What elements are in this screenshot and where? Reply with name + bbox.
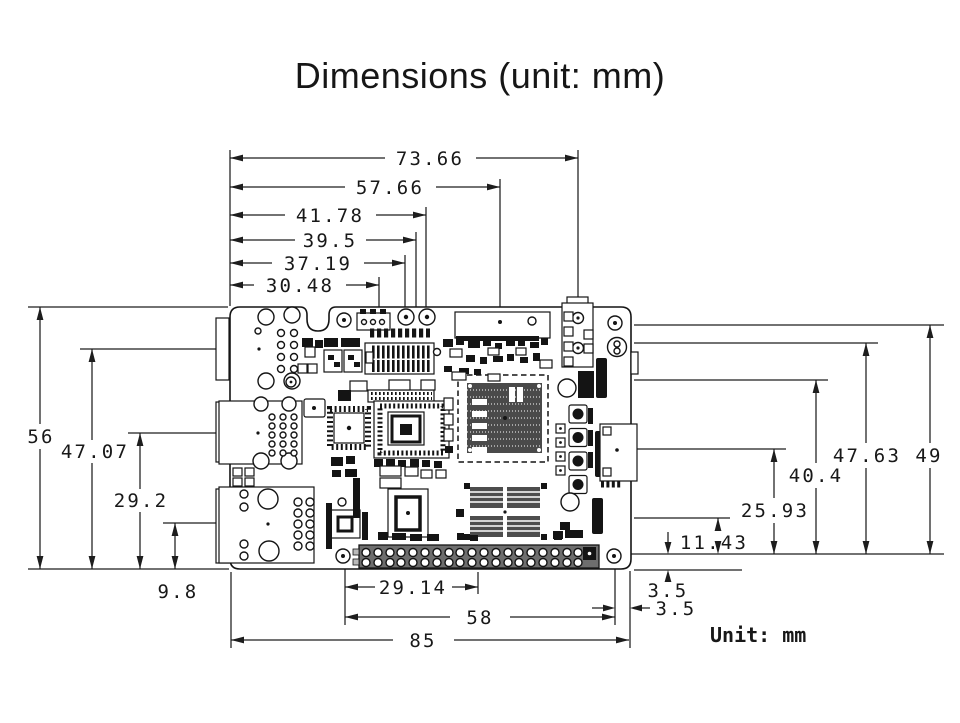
dim-width-41-78: 41.78 [230, 205, 427, 312]
dim-label: 39.5 [303, 230, 358, 252]
dim-label: 47.63 [833, 445, 901, 467]
dim-height-47-63: 47.63 [634, 342, 901, 554]
top-small-connector [356, 309, 391, 331]
dim-width-37-19: 37.19 [230, 253, 406, 311]
dim-label: 9.8 [158, 581, 199, 603]
dim-label: 30.48 [266, 275, 334, 297]
dim-width-85: 85 [231, 630, 629, 652]
screw-terminals [397, 308, 436, 326]
dim-label: 47.07 [61, 441, 129, 463]
dim-group-left-heights: 56 47.07 29.2 9.8 [27, 306, 267, 603]
dim-label: 11.43 [680, 532, 748, 554]
left-port-middle [215, 396, 303, 470]
small-components-upper [285, 336, 553, 453]
qfp-chip-2 [373, 400, 450, 459]
dim-label: 57.66 [356, 177, 424, 199]
dim-width-29-14: 29.14 [345, 577, 478, 599]
bga-processor [457, 374, 549, 463]
top-right-connector [561, 296, 594, 368]
dim-label: 41.78 [296, 205, 364, 227]
dim-offset-3-5-horizontal: 3.5 [592, 562, 697, 648]
dim-offset-3-5-vertical: 3.5 [648, 532, 689, 602]
fpc-connector [364, 328, 435, 375]
dim-label: 58 [466, 607, 493, 629]
qfp-chip-1 [327, 406, 371, 450]
dim-width-57-66: 57.66 [230, 177, 501, 320]
dim-label: 3.5 [656, 598, 697, 620]
pcb-board [215, 296, 639, 570]
audio-jack [606, 336, 628, 358]
dim-group-bottom-widths: 29.14 58 85 [230, 560, 629, 652]
dim-label: 56 [27, 426, 54, 448]
dim-height-56: 56 [27, 307, 54, 569]
unit-note: Unit: mm [710, 623, 806, 647]
memory-chips [456, 483, 547, 540]
page-title: Dimensions (unit: mm) [295, 55, 666, 96]
dim-label: 73.66 [396, 148, 464, 170]
dim-group-top-widths: 73.66 57.66 41.78 39.5 37.19 [229, 148, 579, 320]
dim-group-right-heights: 49 47.63 40.4 25.93 11.43 [592, 324, 944, 648]
buttons-column [568, 404, 588, 495]
dim-height-49: 49 [634, 324, 944, 554]
dim-label: 37.19 [284, 253, 352, 275]
qfp-chip-3 [387, 488, 429, 538]
dim-height-29-2: 29.2 [114, 432, 258, 569]
gpio-pins-row-1 [361, 547, 583, 558]
gpio-pins-row-2 [361, 557, 583, 568]
dim-height-25-93: 25.93 [634, 448, 809, 554]
dim-label: 49 [915, 445, 942, 467]
dim-width-73-66: 73.66 [230, 148, 579, 312]
dim-width-58: 58 [345, 607, 615, 629]
gpio-header [352, 544, 600, 569]
dim-height-11-43: 11.43 [634, 517, 748, 554]
left-port-bottom [215, 486, 315, 564]
dim-width-30-48: 30.48 [230, 275, 380, 315]
small-components-middle [232, 456, 583, 549]
dim-label: 85 [409, 630, 436, 652]
dim-label: 29.2 [114, 490, 169, 512]
dim-label: 3.5 [648, 580, 689, 602]
dim-width-39-5: 39.5 [230, 230, 417, 308]
dim-height-40-4: 40.4 [634, 379, 844, 554]
pin-header-2row [367, 389, 435, 403]
right-side-components [554, 351, 639, 540]
mounting-holes [335, 312, 623, 564]
dim-label: 40.4 [789, 465, 844, 487]
dim-label: 29.14 [379, 577, 447, 599]
top-shield [454, 311, 551, 341]
dim-label: 25.93 [741, 500, 809, 522]
twin-components [323, 338, 363, 373]
